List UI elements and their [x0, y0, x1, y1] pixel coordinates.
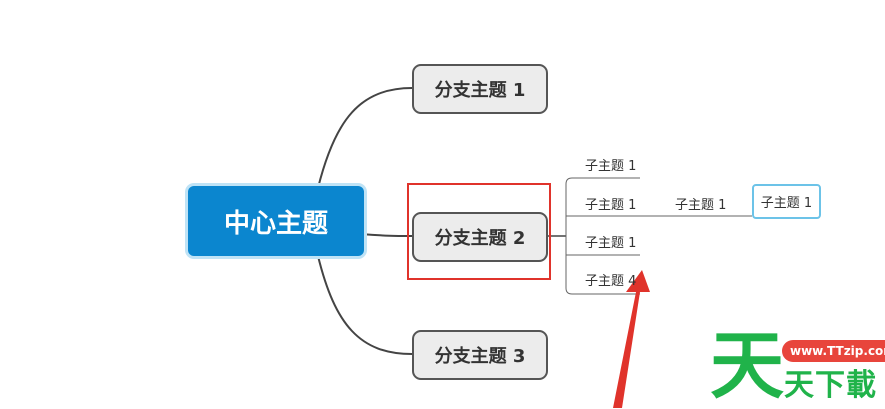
subtopic-3[interactable]: 子主题 1: [585, 236, 637, 251]
subtopic-1[interactable]: 子主题 1: [585, 159, 637, 174]
branch-topic-1[interactable]: 分支主题 1: [412, 64, 548, 114]
branch-topic-label: 分支主题 3: [434, 346, 526, 367]
branch-topic-2[interactable]: 分支主题 2: [412, 212, 548, 262]
selection-highlight: [407, 183, 551, 280]
watermark-url: www.TTzip.com: [782, 340, 885, 362]
subtopic-level4-selected[interactable]: 子主题 1: [752, 184, 821, 219]
central-topic[interactable]: 中心主题: [188, 186, 364, 256]
watermark-name: 天下載: [784, 368, 877, 403]
central-topic-label: 中心主题: [223, 208, 328, 239]
subtopic-2[interactable]: 子主题 1: [585, 198, 637, 213]
site-watermark: 天 www.TTzip.com 天下載: [706, 326, 885, 408]
subtopic-label: 子主题 1: [760, 196, 813, 211]
branch-topic-label: 分支主题 1: [434, 80, 526, 101]
subtopic-level3[interactable]: 子主题 1: [675, 198, 727, 213]
watermark-logo-char: 天: [710, 323, 784, 409]
branch-topic-3[interactable]: 分支主题 3: [412, 330, 548, 380]
subtopic-4[interactable]: 子主题 4: [585, 274, 637, 289]
branch-topic-label: 分支主题 2: [434, 228, 526, 249]
red-arrow: [613, 270, 650, 408]
